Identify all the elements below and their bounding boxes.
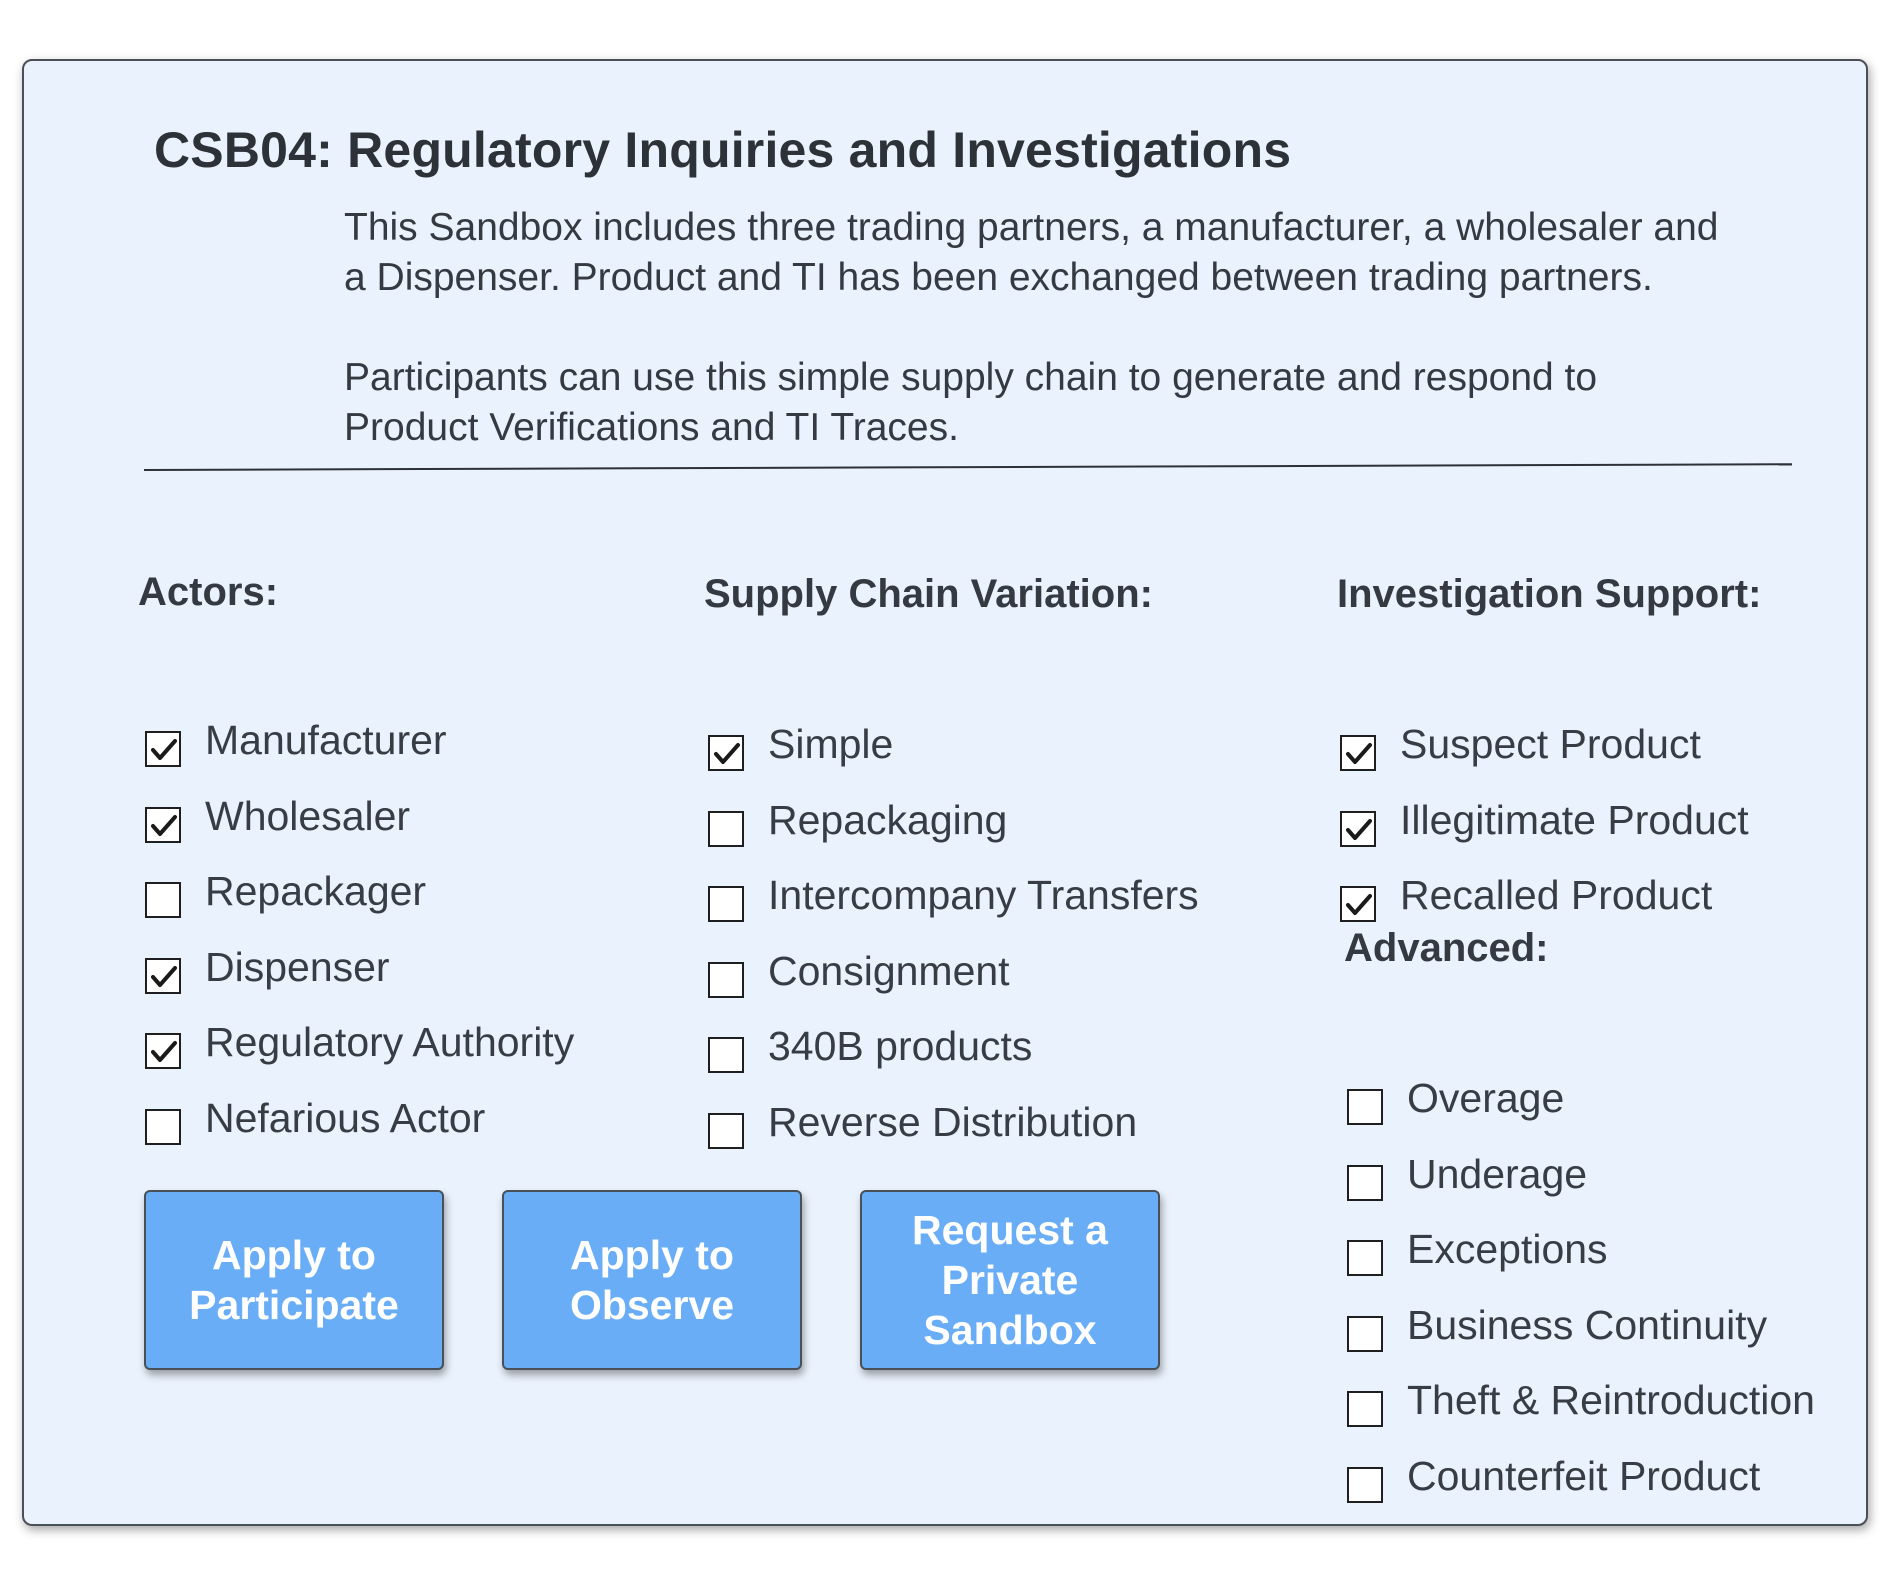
option-label: Overage — [1407, 1075, 1565, 1121]
apply-to-observe-label: Apply to Observe — [569, 1232, 735, 1328]
option-label: Repackaging — [768, 796, 1008, 843]
request-private-sandbox-label: Request a Private Sandbox — [912, 1207, 1108, 1353]
checkbox-unchecked[interactable] — [708, 810, 744, 847]
checkbox-unchecked[interactable] — [1347, 1466, 1383, 1503]
option-label: 340B products — [768, 1023, 1033, 1069]
checkbox-checked[interactable] — [145, 957, 181, 994]
page-title: CSB04: Regulatory Inquiries and Investig… — [154, 122, 1292, 178]
checkbox-unchecked[interactable] — [1347, 1391, 1383, 1427]
description-line: Product Verifications and TI Traces. — [344, 406, 959, 449]
checkbox-checked[interactable] — [145, 1033, 181, 1069]
option-label: Simple — [768, 721, 894, 767]
checkmark-icon — [151, 965, 177, 987]
checkmark-icon — [151, 814, 177, 836]
checkbox-unchecked[interactable] — [1347, 1164, 1383, 1201]
checkbox-unchecked[interactable] — [145, 1108, 181, 1145]
investigation-support-heading: Investigation Support: — [1337, 572, 1762, 616]
sandbox-card: CSB04: Regulatory Inquiries and Investig… — [22, 59, 1868, 1526]
apply-to-observe-button[interactable]: Apply to Observe — [502, 1190, 802, 1370]
option-label: Manufacturer — [205, 717, 447, 763]
checkbox-checked[interactable] — [145, 806, 181, 843]
checkmark-icon — [151, 739, 177, 760]
advanced-heading: Advanced: — [1344, 926, 1549, 970]
option-label: Nefarious Actor — [205, 1094, 486, 1141]
checkbox-unchecked[interactable] — [708, 886, 744, 922]
option-label: Suspect Product — [1400, 721, 1701, 767]
description-paragraph-2: Participants can use this simple supply … — [344, 353, 1844, 453]
checkbox-checked[interactable] — [708, 735, 744, 771]
checkbox-checked[interactable] — [1340, 886, 1376, 922]
option-label: Consignment — [768, 947, 1010, 994]
option-label: Business Continuity — [1407, 1301, 1768, 1348]
checkbox-checked[interactable] — [145, 731, 181, 767]
option-label: Regulatory Authority — [205, 1019, 575, 1065]
checkbox-unchecked[interactable] — [1347, 1240, 1383, 1276]
description-line: Participants can use this simple supply … — [344, 356, 1598, 399]
checkbox-unchecked[interactable] — [1347, 1089, 1383, 1125]
option-label: Wholesaler — [205, 792, 411, 839]
option-label: Illegitimate Product — [1400, 796, 1749, 843]
option-label: Recalled Product — [1400, 872, 1713, 918]
apply-to-participate-button[interactable]: Apply to Participate — [144, 1190, 444, 1370]
checkmark-icon — [1346, 818, 1372, 840]
option-label: Underage — [1407, 1150, 1588, 1197]
checkbox-checked[interactable] — [1340, 735, 1376, 771]
option-label: Reverse Distribution — [768, 1098, 1138, 1145]
checkmark-icon — [1346, 894, 1372, 915]
option-label: Dispenser — [205, 943, 390, 990]
option-label: Theft & Reintroduction — [1407, 1377, 1815, 1423]
description-line: This Sandbox includes three trading part… — [344, 206, 1719, 249]
checkbox-unchecked[interactable] — [708, 1037, 744, 1073]
checkbox-checked[interactable] — [1340, 810, 1376, 847]
actors-heading: Actors: — [138, 570, 279, 614]
sandbox-description: This Sandbox includes three trading part… — [344, 203, 1844, 453]
checkbox-unchecked[interactable] — [1347, 1315, 1383, 1352]
option-label: Exceptions — [1407, 1226, 1608, 1272]
checkbox-unchecked[interactable] — [145, 882, 181, 918]
section-divider — [143, 463, 1792, 471]
apply-to-participate-label: Apply to Participate — [189, 1232, 399, 1328]
checkbox-unchecked[interactable] — [708, 961, 744, 998]
checkbox-unchecked[interactable] — [708, 1112, 744, 1149]
option-label: Intercompany Transfers — [768, 872, 1199, 918]
supply-chain-heading: Supply Chain Variation: — [704, 572, 1153, 616]
checkmark-icon — [714, 743, 740, 764]
description-paragraph-1: This Sandbox includes three trading part… — [344, 203, 1844, 303]
checkmark-icon — [1346, 743, 1372, 764]
option-label: Counterfeit Product — [1407, 1452, 1761, 1499]
checkmark-icon — [151, 1041, 177, 1062]
request-private-sandbox-button[interactable]: Request a Private Sandbox — [860, 1190, 1160, 1370]
description-line: a Dispenser. Product and TI has been exc… — [344, 256, 1653, 299]
option-label: Repackager — [205, 868, 427, 914]
